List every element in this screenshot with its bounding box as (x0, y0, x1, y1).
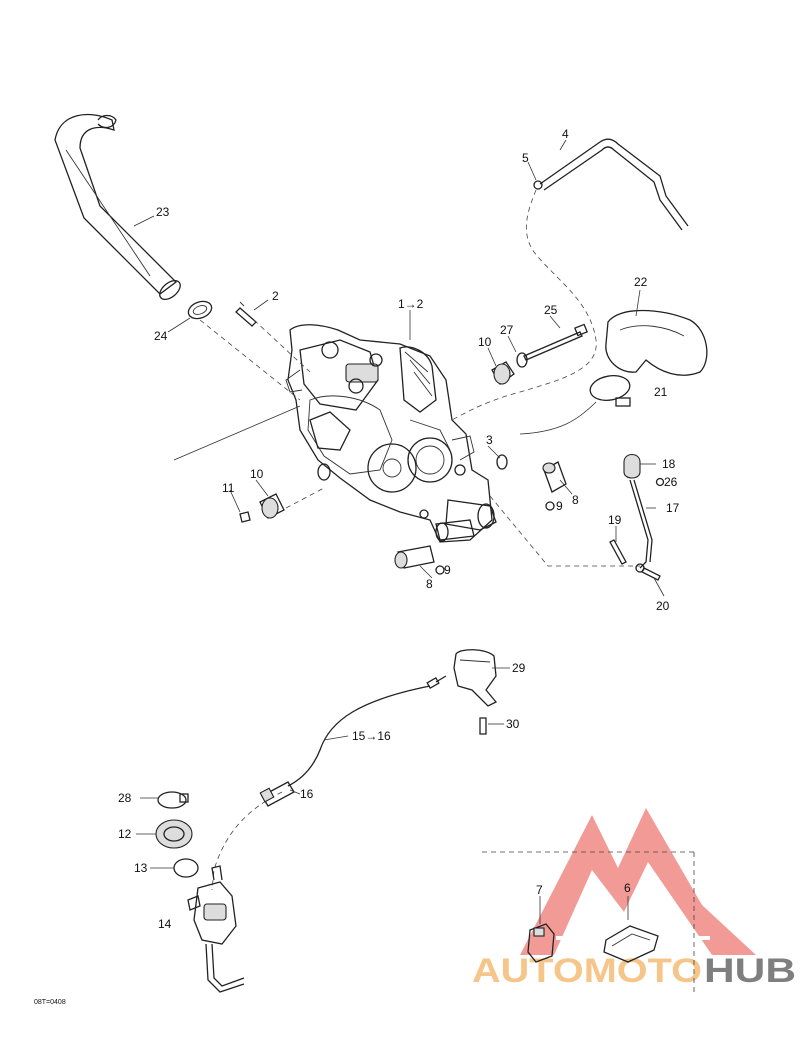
callout-10-upper: 10 (478, 335, 492, 349)
callout-16: 16 (300, 787, 314, 801)
callout-6: 6 (624, 881, 631, 895)
intake-boot-part-12 (155, 819, 193, 849)
callout-30: 30 (506, 717, 520, 731)
engine-assembly-part-1 (285, 324, 497, 543)
callout-15-16: 15→16 (352, 729, 391, 743)
fuel-hose-route (451, 189, 597, 421)
nut-lower-part-9 (435, 565, 445, 575)
intake-boot-part-22 (605, 309, 708, 376)
callout-10-left: 10 (250, 467, 264, 481)
callout-3: 3 (486, 433, 493, 447)
spark-plug-part-2 (235, 301, 257, 327)
exhaust-pipe-part-23 (54, 113, 181, 301)
screw-part-30 (479, 717, 487, 735)
linkage-route (489, 495, 640, 567)
clamp-part-21 (589, 375, 631, 407)
vent-line-part-4 (539, 138, 689, 231)
bolt-part-25 (523, 323, 588, 361)
exhaust-reference-line (199, 319, 301, 401)
mount-reference-line (253, 319, 311, 373)
bolt-part-19 (609, 539, 627, 565)
callout-29: 29 (512, 661, 526, 675)
callout-23: 23 (156, 205, 170, 219)
callout-leaders (133, 139, 665, 924)
nut-part-26 (655, 477, 665, 487)
watermark-logo (520, 808, 756, 955)
callout-17: 17 (666, 501, 680, 515)
washer-part-3 (496, 454, 508, 470)
callout-4: 4 (562, 127, 569, 141)
washer-left (317, 463, 331, 481)
callout-24: 24 (154, 329, 168, 343)
callout-9-lower: 9 (444, 563, 451, 577)
callout-21: 21 (654, 385, 668, 399)
fitting-part-5 (533, 180, 543, 190)
callout-1-2: 1→2 (398, 297, 424, 311)
callout-28: 28 (118, 791, 132, 805)
callout-14: 14 (158, 917, 172, 931)
callout-19: 19 (608, 513, 622, 527)
callout-2: 2 (272, 289, 279, 303)
watermark-text-auto-moto: AUTOMOTO (472, 952, 702, 990)
callout-25: 25 (544, 303, 558, 317)
callout-11: 11 (222, 481, 235, 495)
clamp-routing-line (519, 401, 597, 435)
throttle-housing-part-29 (453, 649, 498, 707)
engine-leader-line-left (173, 405, 301, 461)
nut-part-11 (239, 511, 251, 523)
callout-7: 7 (536, 883, 543, 897)
callout-20: 20 (656, 599, 670, 613)
washer-part-27 (516, 352, 528, 368)
callout-26: 26 (664, 475, 678, 489)
diagram-code: 08T=0408 (34, 999, 66, 1006)
callout-13: 13 (134, 861, 148, 875)
nut-right-part-9 (545, 501, 555, 511)
callout-27: 27 (500, 323, 514, 337)
callout-5: 5 (522, 151, 529, 165)
linkage-part-20 (635, 563, 661, 581)
ring-part-13 (173, 858, 199, 878)
engine-mount-upper-part-10 (491, 361, 515, 385)
callout-18: 18 (662, 457, 676, 471)
rubber-mount-lower-part-8 (394, 545, 435, 569)
callout-8-right: 8 (572, 493, 579, 507)
callout-labels: 1→2 2 3 4 5 6 7 8 8 9 9 10 10 11 12 13 1… (118, 127, 680, 931)
clamp-part-28 (157, 791, 189, 809)
throttle-cable-part-15 (211, 675, 447, 891)
watermark-text-hub: HUB (704, 952, 796, 990)
callout-22: 22 (634, 275, 648, 289)
callout-12: 12 (118, 827, 132, 841)
engine-mount-left-part-10 (259, 493, 285, 519)
module-part-7 (527, 923, 555, 963)
callout-8-lower: 8 (426, 577, 433, 591)
shift-knob-part-18 (623, 453, 641, 479)
shift-lever-part-17 (629, 479, 653, 569)
mount-line-left (285, 487, 325, 509)
carburetor-part-14 (187, 865, 245, 993)
gasket-part-24 (187, 300, 213, 320)
rubber-mount-right-part-8 (542, 461, 567, 493)
callout-9-right: 9 (556, 499, 563, 513)
module-part-6 (603, 925, 659, 963)
